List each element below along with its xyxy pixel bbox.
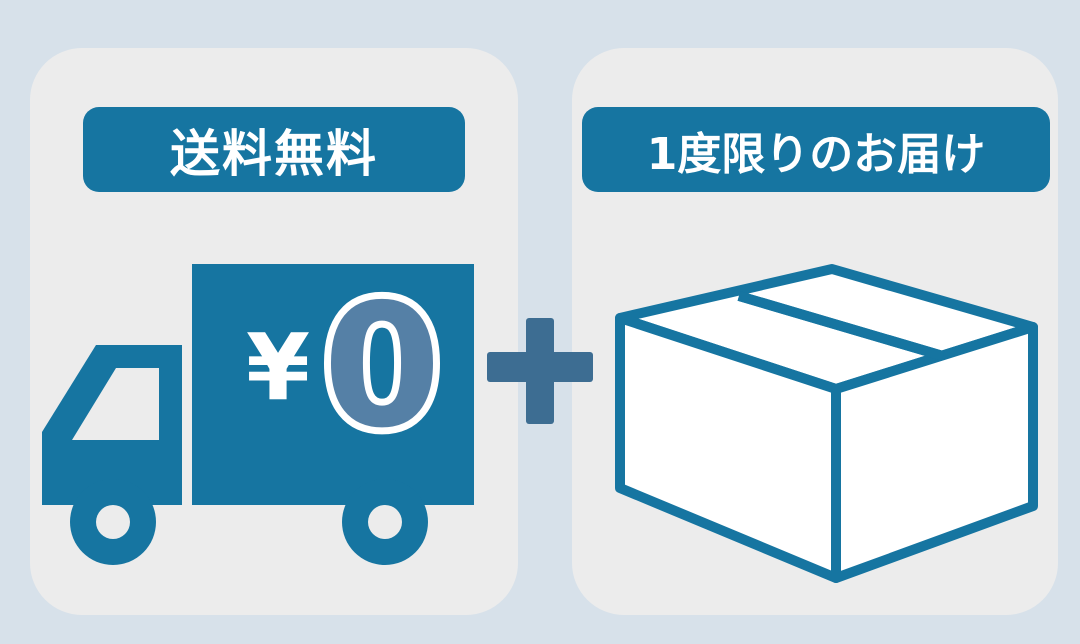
box-tape (737, 291, 945, 361)
plus-icon (487, 318, 593, 424)
truck-window (72, 368, 159, 440)
one-time-delivery-label: 1度限りのお届け (582, 107, 1050, 192)
free-shipping-label: 送料無料 (83, 107, 465, 192)
truck-cargo-box (192, 264, 474, 505)
delivery-truck-icon (42, 264, 474, 565)
yen-symbol: ¥ (245, 314, 310, 421)
zero-price: 0 (316, 268, 448, 466)
truck-wheel-rear (342, 479, 428, 565)
truck-wheel-front (70, 479, 156, 565)
box-side-face (831, 322, 1038, 583)
cardboard-box-icon (615, 264, 1038, 583)
